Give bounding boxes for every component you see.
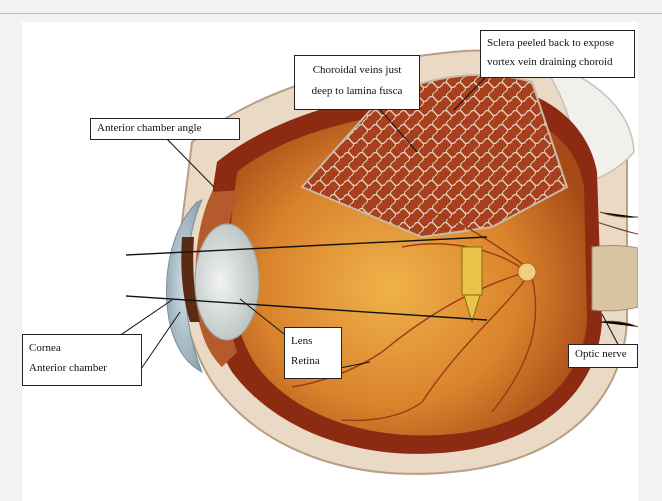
label-anterior-chamber-text: Anterior chamber [29, 358, 135, 378]
fundus-marker [462, 247, 482, 295]
label-lens-retina: Lens Retina [284, 327, 342, 379]
label-cornea-text: Cornea [29, 338, 135, 358]
label-anterior-chamber-angle: Anterior chamber angle [90, 118, 240, 140]
label-sclera-line1: Sclera peeled back to expose [487, 34, 628, 53]
lens [195, 224, 259, 340]
leader-anterior-chamber [141, 312, 180, 369]
label-cornea-anterior-chamber: Cornea Anterior chamber [22, 334, 142, 386]
optic-disc [518, 263, 536, 281]
optic-nerve [592, 245, 638, 310]
label-optic-nerve-text: Optic nerve [575, 347, 631, 361]
label-sclera-line2: vortex vein draining choroid [487, 53, 628, 72]
label-anterior-chamber-angle-text: Anterior chamber angle [97, 121, 233, 135]
label-choroidal-veins-line1: Choroidal veins just [301, 60, 413, 81]
label-sclera-peeled: Sclera peeled back to expose vortex vein… [480, 30, 635, 78]
label-choroidal-veins: Choroidal veins just deep to lamina fusc… [294, 55, 420, 110]
label-choroidal-veins-line2: deep to lamina fusca [301, 81, 413, 102]
label-lens-text: Lens [291, 331, 335, 351]
label-optic-nerve: Optic nerve [568, 344, 638, 368]
label-retina-text: Retina [291, 351, 335, 371]
diagram-page: Anterior chamber angle Choroidal veins j… [22, 22, 638, 501]
top-divider [0, 13, 662, 14]
